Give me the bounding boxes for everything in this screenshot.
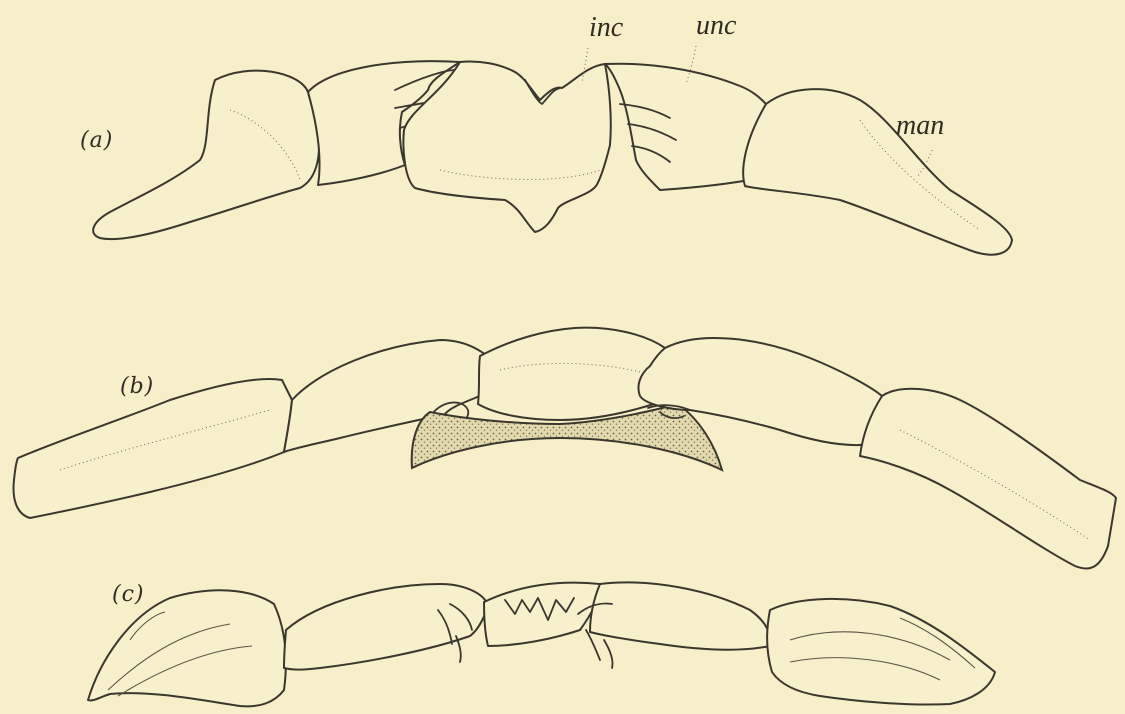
panel-b-left-mandible [14, 379, 292, 518]
panel-b-center-plate [478, 328, 667, 420]
panel-b-right-mandible [860, 389, 1116, 569]
panel-a-incisor [403, 61, 610, 232]
panel-c-center-plate [484, 583, 600, 646]
panel-c-drawing [88, 582, 995, 706]
annotation-unc: unc [696, 10, 736, 42]
annotation-man: man [896, 110, 944, 142]
panel-a-left-mandible [93, 71, 319, 240]
panel-c-right-segment [590, 582, 770, 649]
panel-c-left-mandible [88, 590, 286, 706]
panel-c-label: (c) [112, 582, 145, 607]
panel-c-left-segment [284, 584, 488, 670]
panel-b-label: (b) [120, 374, 154, 399]
panel-b-drawing [14, 328, 1116, 569]
panel-c-right-mandible [767, 599, 995, 705]
annotation-inc: inc [589, 12, 623, 44]
panel-a-label: (a) [80, 128, 113, 153]
panel-a-drawing [93, 61, 1012, 255]
panel-a-right-mandible [743, 89, 1012, 255]
